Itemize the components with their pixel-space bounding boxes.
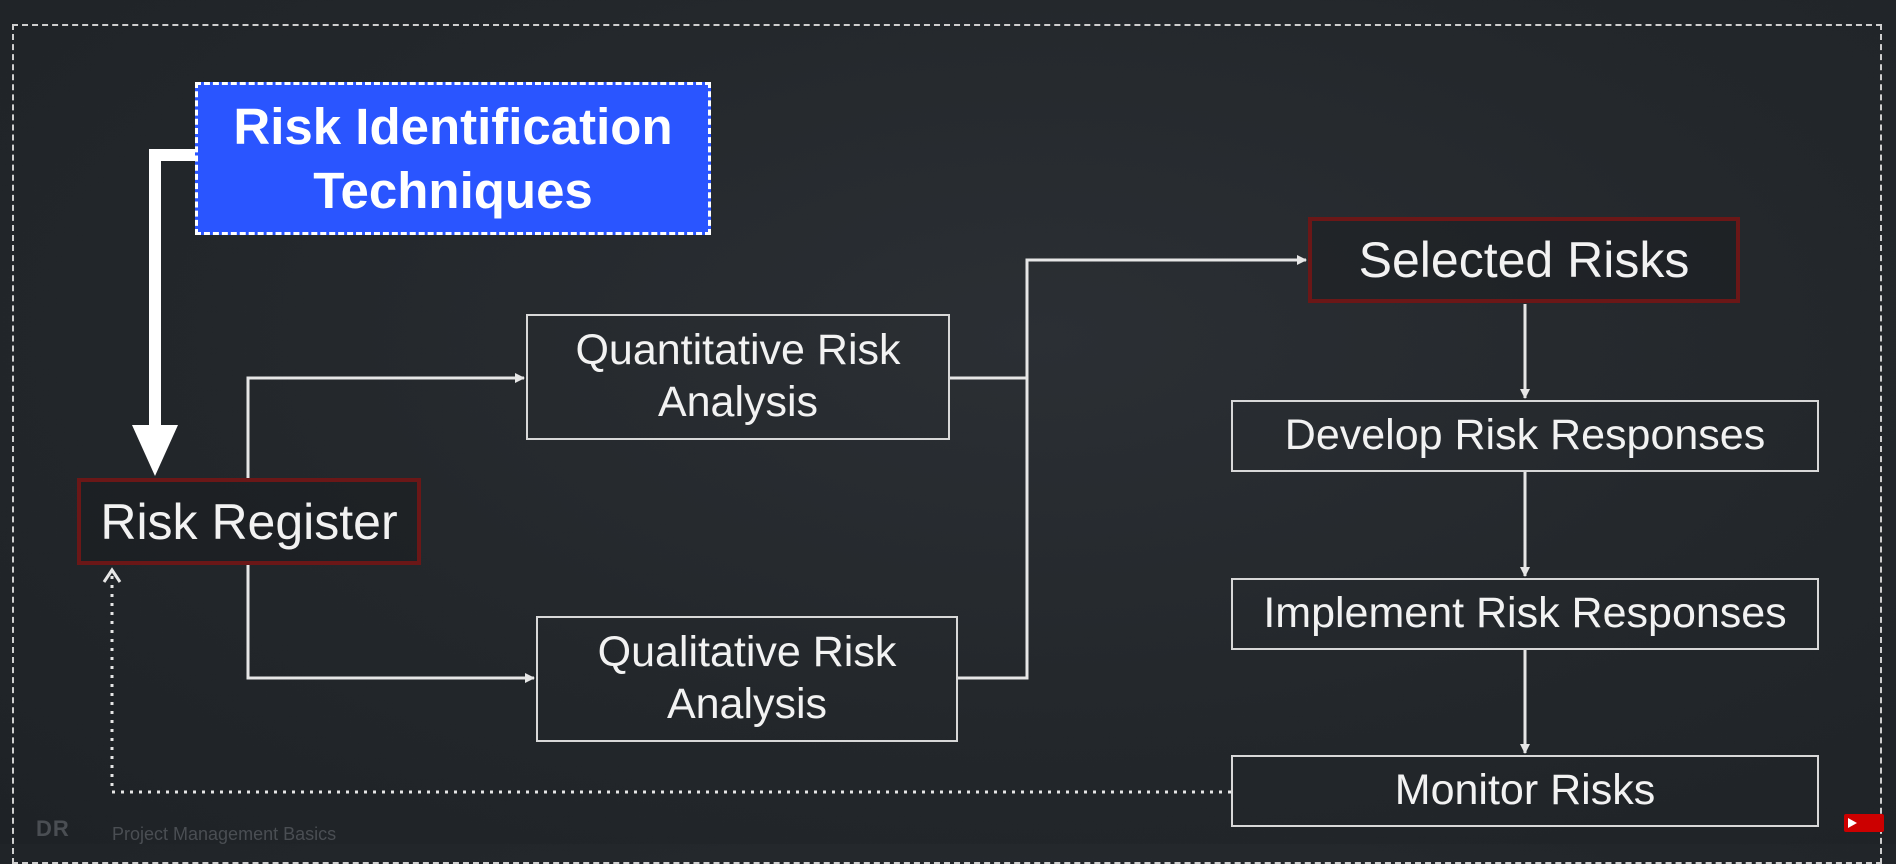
monitor-risks-label: Monitor Risks [1394,766,1656,815]
diagram-connectors [102,149,1530,794]
edge-register-to-qualitative [246,565,535,683]
quantitative-risk-analysis-node[interactable]: Quantitative Risk Analysis [526,314,950,440]
risk-register-node[interactable]: Risk Register [77,478,421,565]
qualitative-risk-analysis-label: Qualitative Risk Analysis [597,628,897,728]
implement-risk-responses-node[interactable]: Implement Risk Responses [1231,578,1819,650]
implement-risk-responses-label: Implement Risk Responses [1263,589,1787,638]
channel-logo: DR [36,816,70,841]
develop-risk-responses-label: Develop Risk Responses [1284,411,1766,460]
qualitative-risk-analysis-node[interactable]: Qualitative Risk Analysis [536,616,958,742]
edge-identification-to-register [132,149,195,476]
subscribe-icon[interactable] [1844,814,1884,832]
channel-brand-text: Project Management Basics [112,824,337,844]
edge-monitor-to-register [102,567,1231,794]
selected-risks-label: Selected Risks [1358,232,1690,288]
selected-risks-node[interactable]: Selected Risks [1308,217,1740,303]
monitor-risks-node[interactable]: Monitor Risks [1231,755,1819,827]
develop-risk-responses-node[interactable]: Develop Risk Responses [1231,400,1819,472]
risk-register-label: Risk Register [100,493,398,550]
risk-identification-techniques-label: Risk Identification Techniques [233,97,673,219]
risk-identification-techniques-node[interactable]: Risk Identification Techniques [195,82,711,235]
quantitative-risk-analysis-label: Quantitative Risk Analysis [575,326,901,426]
edge-register-to-quantitative [246,373,525,478]
edge-qualitative-to-selected [958,255,1307,680]
